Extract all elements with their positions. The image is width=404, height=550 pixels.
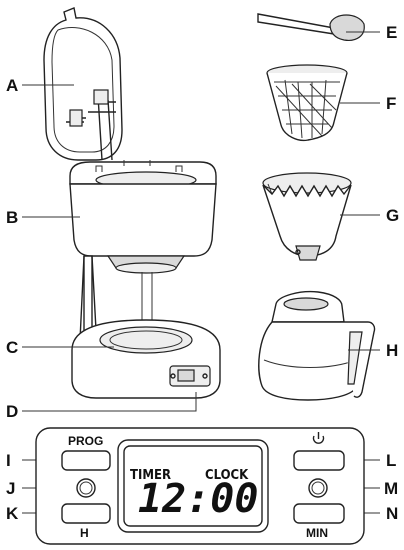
callout-l: L	[386, 451, 396, 470]
prog-button[interactable]	[61, 450, 111, 471]
measuring-scoop	[257, 13, 365, 41]
filter-holder	[262, 172, 352, 261]
control-panel-detail: PROG H TIMER CLOCK 12:00 MIN	[35, 427, 365, 545]
callout-i: I	[6, 451, 11, 470]
min-button[interactable]	[293, 503, 345, 524]
callout-h: H	[386, 341, 398, 360]
permanent-filter	[266, 64, 348, 142]
power-icon	[312, 432, 325, 444]
carafe	[258, 290, 376, 401]
callout-a: A	[6, 76, 18, 95]
callout-b: B	[6, 208, 18, 227]
timer-label: TIMER	[130, 468, 171, 483]
callout-d: D	[6, 402, 18, 421]
coffee-maker	[43, 7, 221, 399]
power-button[interactable]	[293, 450, 345, 471]
h-button[interactable]	[61, 503, 111, 524]
h-label: H	[80, 526, 89, 540]
callout-g: G	[386, 206, 399, 225]
min-label: MIN	[306, 526, 328, 540]
prog-label: PROG	[68, 434, 103, 448]
clock-time: 12:00	[138, 476, 258, 522]
callout-n: N	[386, 504, 398, 523]
callout-j: J	[6, 479, 15, 498]
callout-c: C	[6, 338, 18, 357]
callout-f: F	[386, 94, 396, 113]
callout-m: M	[384, 479, 398, 498]
lid	[43, 7, 123, 161]
lcd-display	[123, 445, 263, 527]
clock-label: CLOCK	[205, 468, 249, 483]
callout-e: E	[386, 23, 397, 42]
callout-labels: A B C D E F G H I J K L M N	[6, 23, 399, 523]
callout-k: K	[6, 504, 19, 523]
